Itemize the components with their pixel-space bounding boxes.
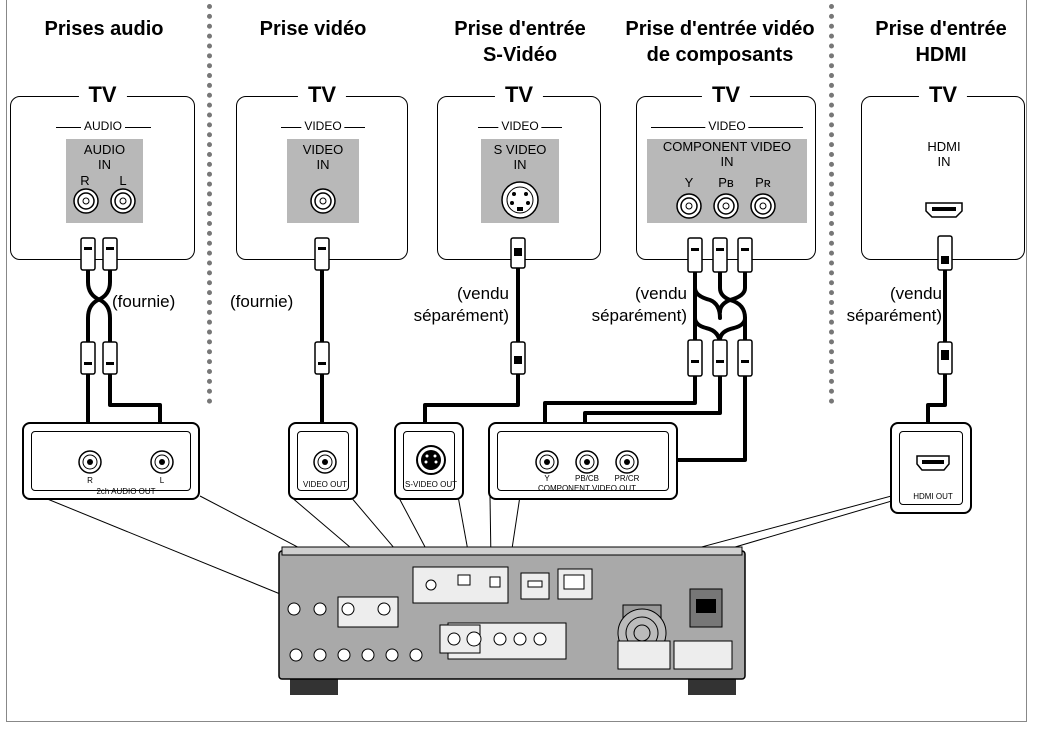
cable-note-svideo: (vendu séparément): [413, 284, 509, 325]
svideo-jack-icon: [501, 181, 539, 219]
player-svideo-out: S-VIDEO OUT: [394, 422, 464, 500]
header-hdmi: Prise d'entrée HDMI: [875, 18, 1007, 66]
component-in-panel: COMPONENT VIDEO IN Y Pʙ Pʀ: [647, 139, 807, 223]
player-hdmi-out: HDMI OUT: [890, 422, 972, 514]
player-audio-out: R L 2ch AUDIO OUT: [22, 422, 200, 500]
video-in-panel: VIDEO IN: [287, 139, 359, 223]
player-component-out: Y PB/CB PR/CR COMPONENT VIDEO OUT: [488, 422, 678, 500]
cable-note-audio: (fournie): [112, 292, 176, 311]
header-svideo: Prise d'entrée S-Vidéo: [454, 18, 586, 66]
tv-box-hdmi: TV HDMI IN: [861, 82, 1025, 260]
tv-box-component: TV VIDEO COMPONENT VIDEO IN Y Pʙ Pʀ: [636, 82, 816, 260]
jack-group-label: VIDEO OUT: [302, 480, 348, 489]
group-label: VIDEO: [498, 119, 542, 133]
jack-label-pr: Pʀ: [755, 175, 771, 190]
panel-label: COMPONENT VIDEO IN: [662, 139, 792, 169]
svideo-jack-icon: [416, 445, 446, 475]
tv-title: TV: [701, 82, 751, 108]
hdmi-port-icon: [916, 455, 950, 471]
header-audio: Prises audio: [44, 18, 164, 40]
jack-label-r: R: [80, 173, 90, 188]
rca-jack-icon: [313, 450, 337, 474]
rca-jack-icon: [310, 188, 336, 214]
tv-title: TV: [494, 82, 544, 108]
svideo-in-panel: S VIDEO IN: [481, 139, 559, 223]
group-label: VIDEO: [705, 119, 749, 133]
jack-group-label: COMPONENT VIDEO OUT: [537, 484, 637, 493]
jack-label-y: Y: [544, 474, 550, 483]
rca-jack-icon: [676, 193, 776, 219]
jack-label-pr: PR/CR: [614, 474, 640, 483]
player-video-out: VIDEO OUT: [288, 422, 358, 500]
panel-label: AUDIO IN: [83, 142, 126, 172]
hdmi-port-icon: [925, 202, 963, 218]
group-label: AUDIO: [80, 119, 126, 133]
cable-note-component: (vendu séparément): [591, 284, 687, 325]
header-component: Prise d'entrée vidéo de composants: [625, 18, 815, 66]
rca-jack-icon: [73, 188, 136, 214]
panel-label: VIDEO IN: [302, 142, 344, 172]
jack-group-label: HDMI OUT: [913, 492, 953, 501]
audio-in-panel: AUDIO IN R L: [66, 139, 143, 223]
tv-title: TV: [297, 82, 347, 108]
panel-label: HDMI IN: [927, 139, 961, 169]
jack-label-r: R: [87, 476, 93, 485]
jack-label-l: L: [119, 173, 127, 188]
jack-group-label: S-VIDEO OUT: [404, 480, 458, 489]
jack-label-y: Y: [684, 175, 694, 190]
tv-box-svideo: TV VIDEO S VIDEO IN: [437, 82, 601, 260]
separator: [207, 4, 212, 404]
cable-note-video: (fournie): [230, 292, 294, 311]
tv-title: TV: [78, 82, 127, 108]
tv-box-video: TV VIDEO VIDEO IN: [236, 82, 408, 260]
panel-label: S VIDEO IN: [493, 142, 547, 172]
group-label: VIDEO: [301, 119, 345, 133]
diagram-frame: [6, 0, 1027, 722]
cable-note-hdmi: (vendu séparément): [846, 284, 942, 325]
header-video: Prise vidéo: [259, 18, 367, 40]
tv-title: TV: [918, 82, 968, 108]
jack-group-label: 2ch AUDIO OUT: [96, 487, 156, 496]
rca-jack-icon: [535, 450, 639, 474]
rca-jack-icon: [78, 450, 174, 474]
player-rear-panel: [278, 546, 746, 695]
tv-box-audio: TV AUDIO AUDIO IN R L: [10, 82, 195, 260]
jack-label-pb: Pʙ: [718, 175, 734, 190]
separator: [829, 4, 834, 404]
jack-label-pb: PB/CB: [574, 474, 600, 483]
jack-label-l: L: [159, 476, 165, 485]
